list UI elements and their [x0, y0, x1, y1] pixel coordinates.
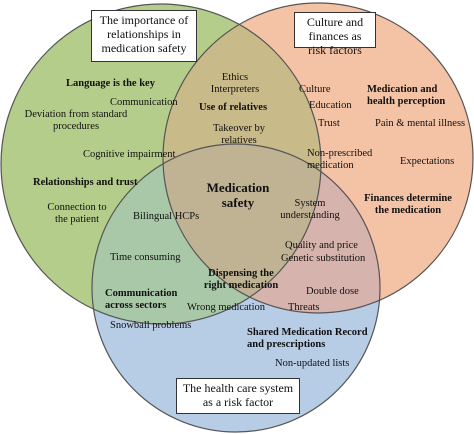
- orange-title-box: Culture and finances as risk factors: [294, 12, 376, 57]
- generic-label: Genetic substitution: [281, 253, 366, 264]
- snowball-label: Snowball problems: [110, 320, 192, 331]
- expectations-label: Expectations: [400, 156, 455, 167]
- green-title-box: The importance of relationships in medic…: [91, 10, 197, 62]
- culture-label: Culture: [299, 84, 331, 95]
- nonprescribed-label: Non-prescribed medication: [307, 148, 373, 171]
- ethics-label: Ethics Interpreters: [210, 72, 260, 95]
- trust-label: Trust: [318, 118, 340, 129]
- cognitive-label: Cognitive impairment: [83, 149, 176, 160]
- deviation-label: Deviation from standard procedures: [24, 109, 128, 132]
- nonupdated-label: Non-updated lists: [275, 358, 350, 369]
- comm-sectors-heading: Communication across sectors: [105, 288, 178, 311]
- med-health-heading: Medication and health perception: [367, 84, 446, 107]
- pain-label: Pain & mental illness: [375, 118, 466, 129]
- blue-title-box: The health care system as a risk factor: [176, 378, 300, 414]
- quality-label: Quality and price: [285, 240, 358, 251]
- finances-heading: Finances determine the medication: [364, 193, 452, 216]
- shared-heading: Shared Medication Record and prescriptio…: [247, 327, 368, 350]
- double-dose-label: Double dose: [306, 286, 359, 297]
- takeover-label: Takeover by relatives: [212, 123, 266, 146]
- education-label: Education: [309, 100, 352, 111]
- language-heading: Language is the key: [66, 78, 155, 89]
- dispensing-heading: Dispensing the right medication: [203, 268, 279, 291]
- wrong-med-label: Wrong medication: [187, 302, 266, 313]
- connection-label: Connection to the patient: [47, 202, 107, 225]
- bilingual-label: Bilingual HCPs: [133, 211, 200, 222]
- center-label: Medication safety: [206, 180, 270, 210]
- threats-label: Threats: [288, 302, 320, 313]
- communication-label: Communication: [110, 97, 178, 108]
- relationships-heading: Relationships and trust: [33, 177, 138, 188]
- use-relatives-heading: Use of relatives: [199, 102, 268, 113]
- system-label: System understanding: [280, 198, 340, 221]
- time-label: Time consuming: [110, 252, 181, 263]
